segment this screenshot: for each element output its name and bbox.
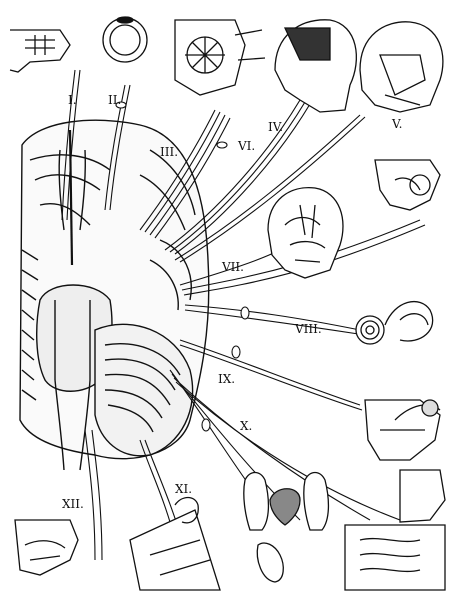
- label-trochlear-nerve: IV.: [268, 120, 283, 134]
- label-facial-nerve: VII.: [221, 260, 244, 274]
- label-optic-nerve: II.: [108, 93, 121, 107]
- label-abducens-nerve: VI.: [237, 139, 255, 153]
- label-trigeminal-nerve: V.: [391, 117, 402, 131]
- label-accessory-nerve: XI.: [175, 482, 192, 496]
- label-vagus-nerve: X.: [240, 419, 252, 433]
- label-vestibulocochlear-nerve: VIII.: [294, 322, 322, 336]
- skull-illustration: [360, 22, 443, 112]
- label-hypoglossal-nerve: XII.: [62, 497, 84, 511]
- eyeball-illustration: [103, 17, 147, 62]
- label-oculomotor-nerve: III.: [160, 145, 178, 159]
- label-olfactory-nerve: I.: [68, 93, 77, 107]
- label-glossopharyngeal-nerve: IX.: [218, 372, 235, 386]
